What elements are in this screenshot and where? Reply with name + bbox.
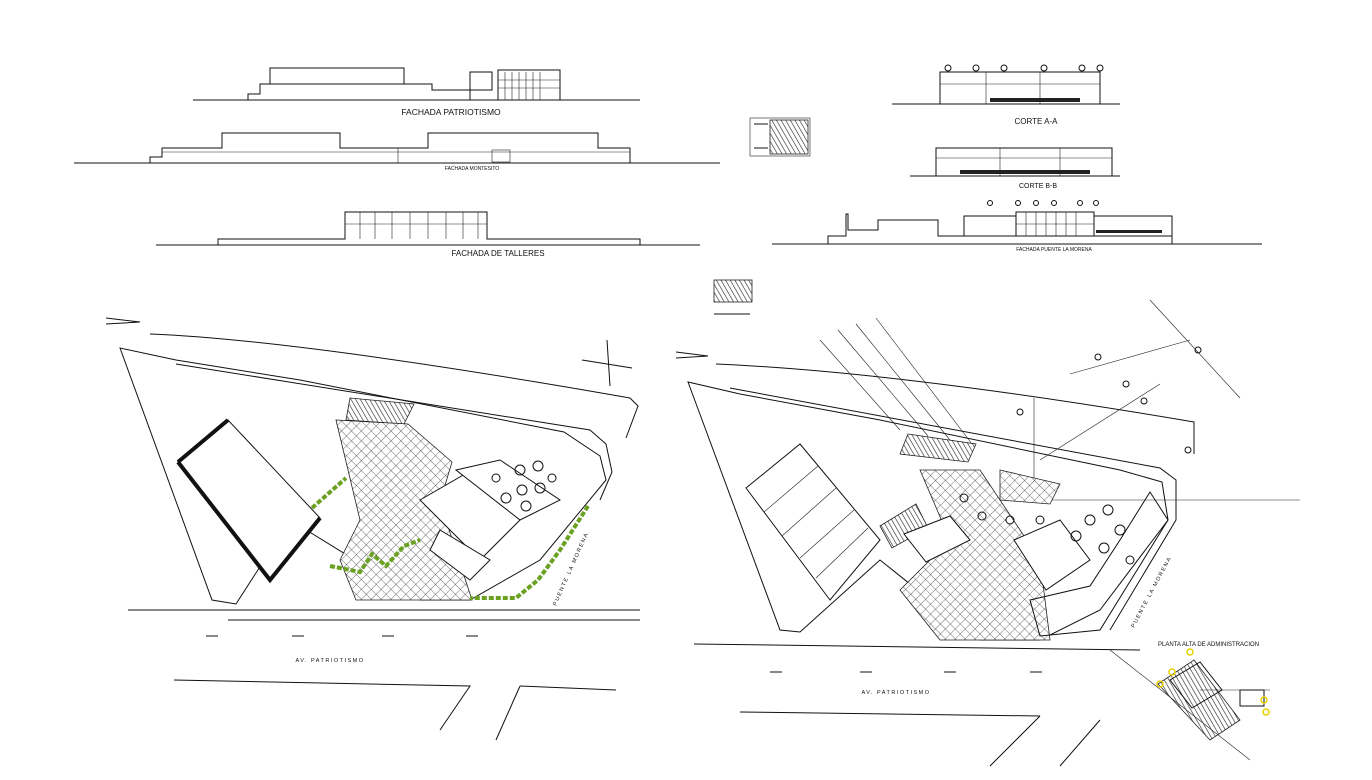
label-street-right: AV. PATRIOTISMO — [861, 690, 930, 696]
elevation-patriotismo: FACHADA PATRIOTISMO — [193, 67, 640, 117]
label-admin-upper-floor: PLANTA ALTA DE ADMINISTRACION — [1158, 642, 1259, 648]
admin-upper-floor-plan: PLANTA ALTA DE ADMINISTRACION — [1109, 642, 1270, 761]
label-fachada-talleres: FACHADA DE TALLERES — [451, 249, 544, 258]
label-corte-a-a: CORTE A-A — [1015, 117, 1059, 126]
label-side-street-left: PUENTE LA MORENA — [552, 531, 590, 606]
site-plan-left: AV. PATRIOTISMO PUENTE LA MORENA — [105, 317, 640, 741]
elevation-puente-la-morena: FACHADA PUENTE LA MORENA — [772, 200, 1262, 253]
site-plan-right: AV. PATRIOTISMO PUENTE LA MORENA — [675, 299, 1300, 767]
label-fachada-montesito: FACHADA MONTESITO — [445, 166, 499, 172]
label-fachada-puente: FACHADA PUENTE LA MORENA — [1016, 247, 1092, 253]
section-b-b: CORTE B-B — [910, 147, 1120, 190]
label-street-left: AV. PATRIOTISMO — [295, 658, 364, 664]
elevation-talleres: FACHADA DE TALLERES — [156, 211, 700, 258]
detail-block-key — [713, 279, 753, 315]
section-a-a: CORTE A-A — [892, 64, 1120, 126]
label-corte-b-b: CORTE B-B — [1019, 183, 1057, 190]
label-side-street-right: PUENTE LA MORENA — [1130, 556, 1173, 629]
label-fachada-patriotismo: FACHADA PATRIOTISMO — [401, 107, 501, 117]
elevation-montesito: FACHADA MONTESITO — [74, 132, 720, 172]
detail-block-small — [749, 117, 811, 157]
